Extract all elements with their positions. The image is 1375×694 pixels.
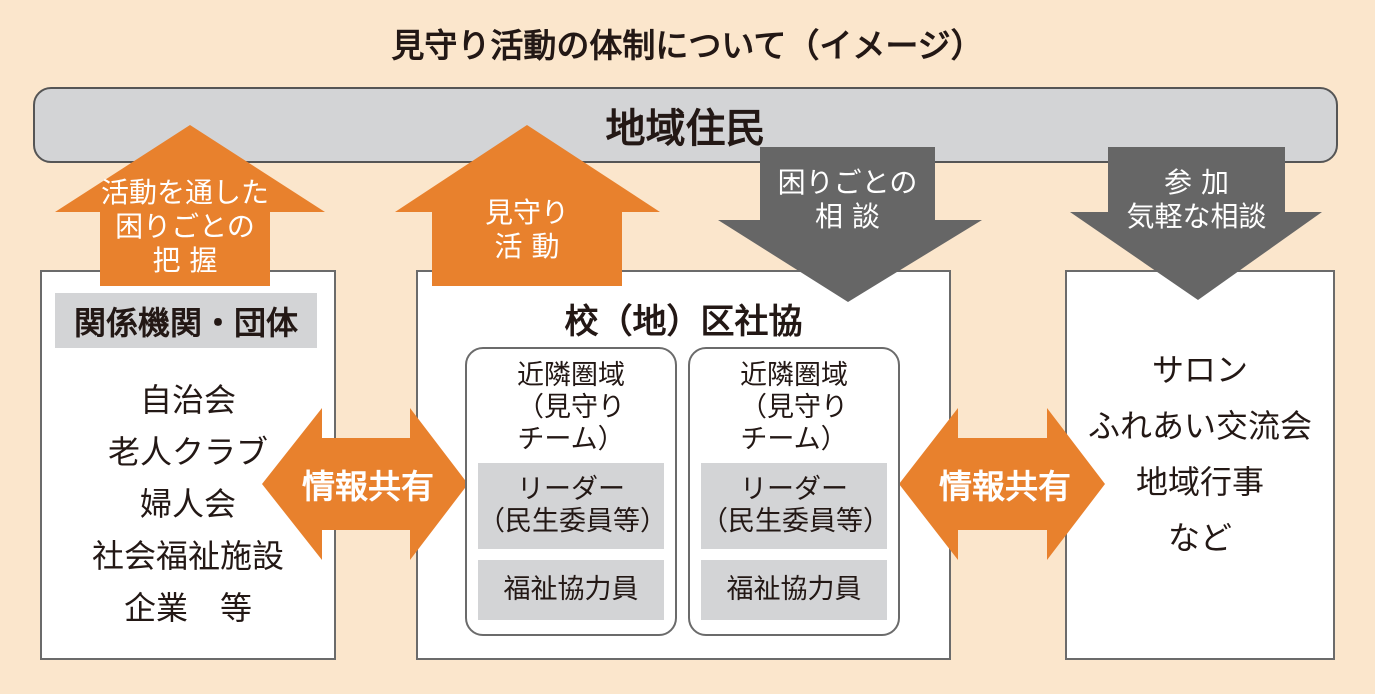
up-left-line-3: 把 握 bbox=[152, 244, 218, 277]
up-mid-line-2: 活 動 bbox=[494, 230, 560, 263]
events-item: サロン bbox=[1151, 351, 1248, 389]
team-right-member: 福祉協力員 bbox=[701, 560, 887, 620]
leader-sub-label: （民生委員等） bbox=[478, 506, 667, 537]
diagram-title: 見守り活動の体制について（イメージ） bbox=[391, 26, 984, 65]
orgs-item: 自治会 bbox=[139, 381, 236, 419]
team-sub: チーム） bbox=[517, 424, 625, 455]
share-arrow-left bbox=[262, 408, 468, 560]
events-panel bbox=[1065, 270, 1335, 660]
team-sub: チーム） bbox=[740, 424, 848, 455]
down-arrow-middle-label: 困りごとの 相 談 bbox=[760, 160, 935, 240]
down-right-line-1: 参 加 bbox=[1164, 166, 1229, 199]
share-arrow-left-label: 情報共有 bbox=[302, 467, 434, 506]
up-arrow-middle bbox=[395, 125, 660, 286]
council-heading: 校（地）区社協 bbox=[564, 301, 803, 342]
up-arrow-left bbox=[55, 125, 325, 286]
team-title: 近隣圏域 bbox=[740, 360, 848, 391]
orgs-item: 企業 等 bbox=[123, 589, 252, 627]
team-sub: （見守り bbox=[740, 392, 848, 423]
team-right-title: 近隣圏域 （見守り チーム） bbox=[688, 360, 900, 456]
leader-label: リーダー bbox=[517, 474, 625, 505]
events-item: ふれあい交流会 bbox=[1087, 407, 1312, 445]
events-item: 地域行事 bbox=[1135, 463, 1264, 501]
team-left-member: 福祉協力員 bbox=[478, 560, 664, 620]
team-title: 近隣圏域 bbox=[517, 360, 625, 391]
orgs-item: 老人クラブ bbox=[107, 433, 268, 471]
down-arrow-middle bbox=[718, 147, 982, 302]
share-arrow-right-label: 情報共有 bbox=[939, 467, 1071, 506]
events-item: など bbox=[1167, 519, 1232, 557]
orgs-item: 婦人会 bbox=[139, 485, 236, 523]
team-left-leader: リーダー （民生委員等） bbox=[478, 463, 667, 549]
orgs-heading: 関係機関・団体 bbox=[55, 293, 317, 348]
down-mid-line-2: 相 談 bbox=[815, 200, 880, 233]
up-arrow-middle-label: 見守り 活 動 bbox=[432, 185, 622, 275]
down-arrow-right-label: 参 加 気軽な相談 bbox=[1108, 160, 1285, 240]
up-mid-line-1: 見守り bbox=[484, 196, 569, 229]
down-mid-line-1: 困りごとの bbox=[777, 166, 918, 199]
team-sub: （見守り bbox=[517, 392, 625, 423]
up-arrow-left-label: 活動を通した 困りごとの 把 握 bbox=[100, 172, 270, 282]
share-arrow-right bbox=[899, 408, 1105, 560]
leader-sub-label: （民生委員等） bbox=[701, 506, 890, 537]
down-arrow-right bbox=[1070, 147, 1322, 300]
team-left-title: 近隣圏域 （見守り チーム） bbox=[465, 360, 677, 456]
up-left-line-2: 困りごとの bbox=[115, 210, 255, 243]
team-right-leader: リーダー （民生委員等） bbox=[701, 463, 890, 549]
down-right-line-2: 気軽な相談 bbox=[1126, 200, 1267, 233]
up-left-line-1: 活動を通した bbox=[100, 176, 269, 209]
leader-label: リーダー bbox=[740, 474, 848, 505]
orgs-item: 社会福祉施設 bbox=[91, 537, 284, 575]
